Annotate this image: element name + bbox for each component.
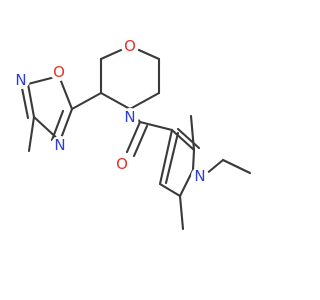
bond bbox=[125, 120, 142, 154]
bond bbox=[158, 182, 182, 198]
structure-diagram: O N O N N O N bbox=[12, 37, 252, 231]
atom-label-n2-oxadiazole: N bbox=[15, 71, 26, 89]
bond bbox=[138, 120, 174, 132]
bond bbox=[50, 109, 65, 142]
bonds bbox=[20, 44, 252, 231]
bond bbox=[191, 148, 196, 172]
bond bbox=[20, 86, 30, 120]
bond bbox=[176, 127, 201, 150]
atom-labels: O N O N N O N bbox=[12, 37, 209, 185]
atom-label-n4-oxadiazole: N bbox=[54, 136, 65, 154]
bond bbox=[57, 74, 74, 111]
bond bbox=[70, 91, 103, 111]
bond bbox=[128, 91, 161, 111]
atom-label-o-oxadiazole: O bbox=[53, 63, 65, 81]
bond bbox=[132, 124, 149, 158]
bond bbox=[170, 128, 196, 152]
atom-label-n-pyrrole: N bbox=[194, 167, 205, 185]
atom-label-n-morpholine: N bbox=[124, 108, 135, 126]
bond bbox=[158, 128, 174, 186]
bond bbox=[32, 115, 62, 143]
bond bbox=[189, 114, 196, 152]
bond bbox=[26, 82, 36, 119]
bond bbox=[178, 168, 195, 198]
bond bbox=[58, 107, 74, 143]
bond bbox=[27, 115, 36, 153]
bond bbox=[178, 194, 185, 231]
atom-label-o-carbonyl: O bbox=[116, 155, 128, 173]
bond bbox=[99, 91, 132, 111]
bond bbox=[164, 131, 180, 185]
atom-label-o-morpholine: O bbox=[124, 37, 136, 55]
bond bbox=[221, 158, 252, 175]
